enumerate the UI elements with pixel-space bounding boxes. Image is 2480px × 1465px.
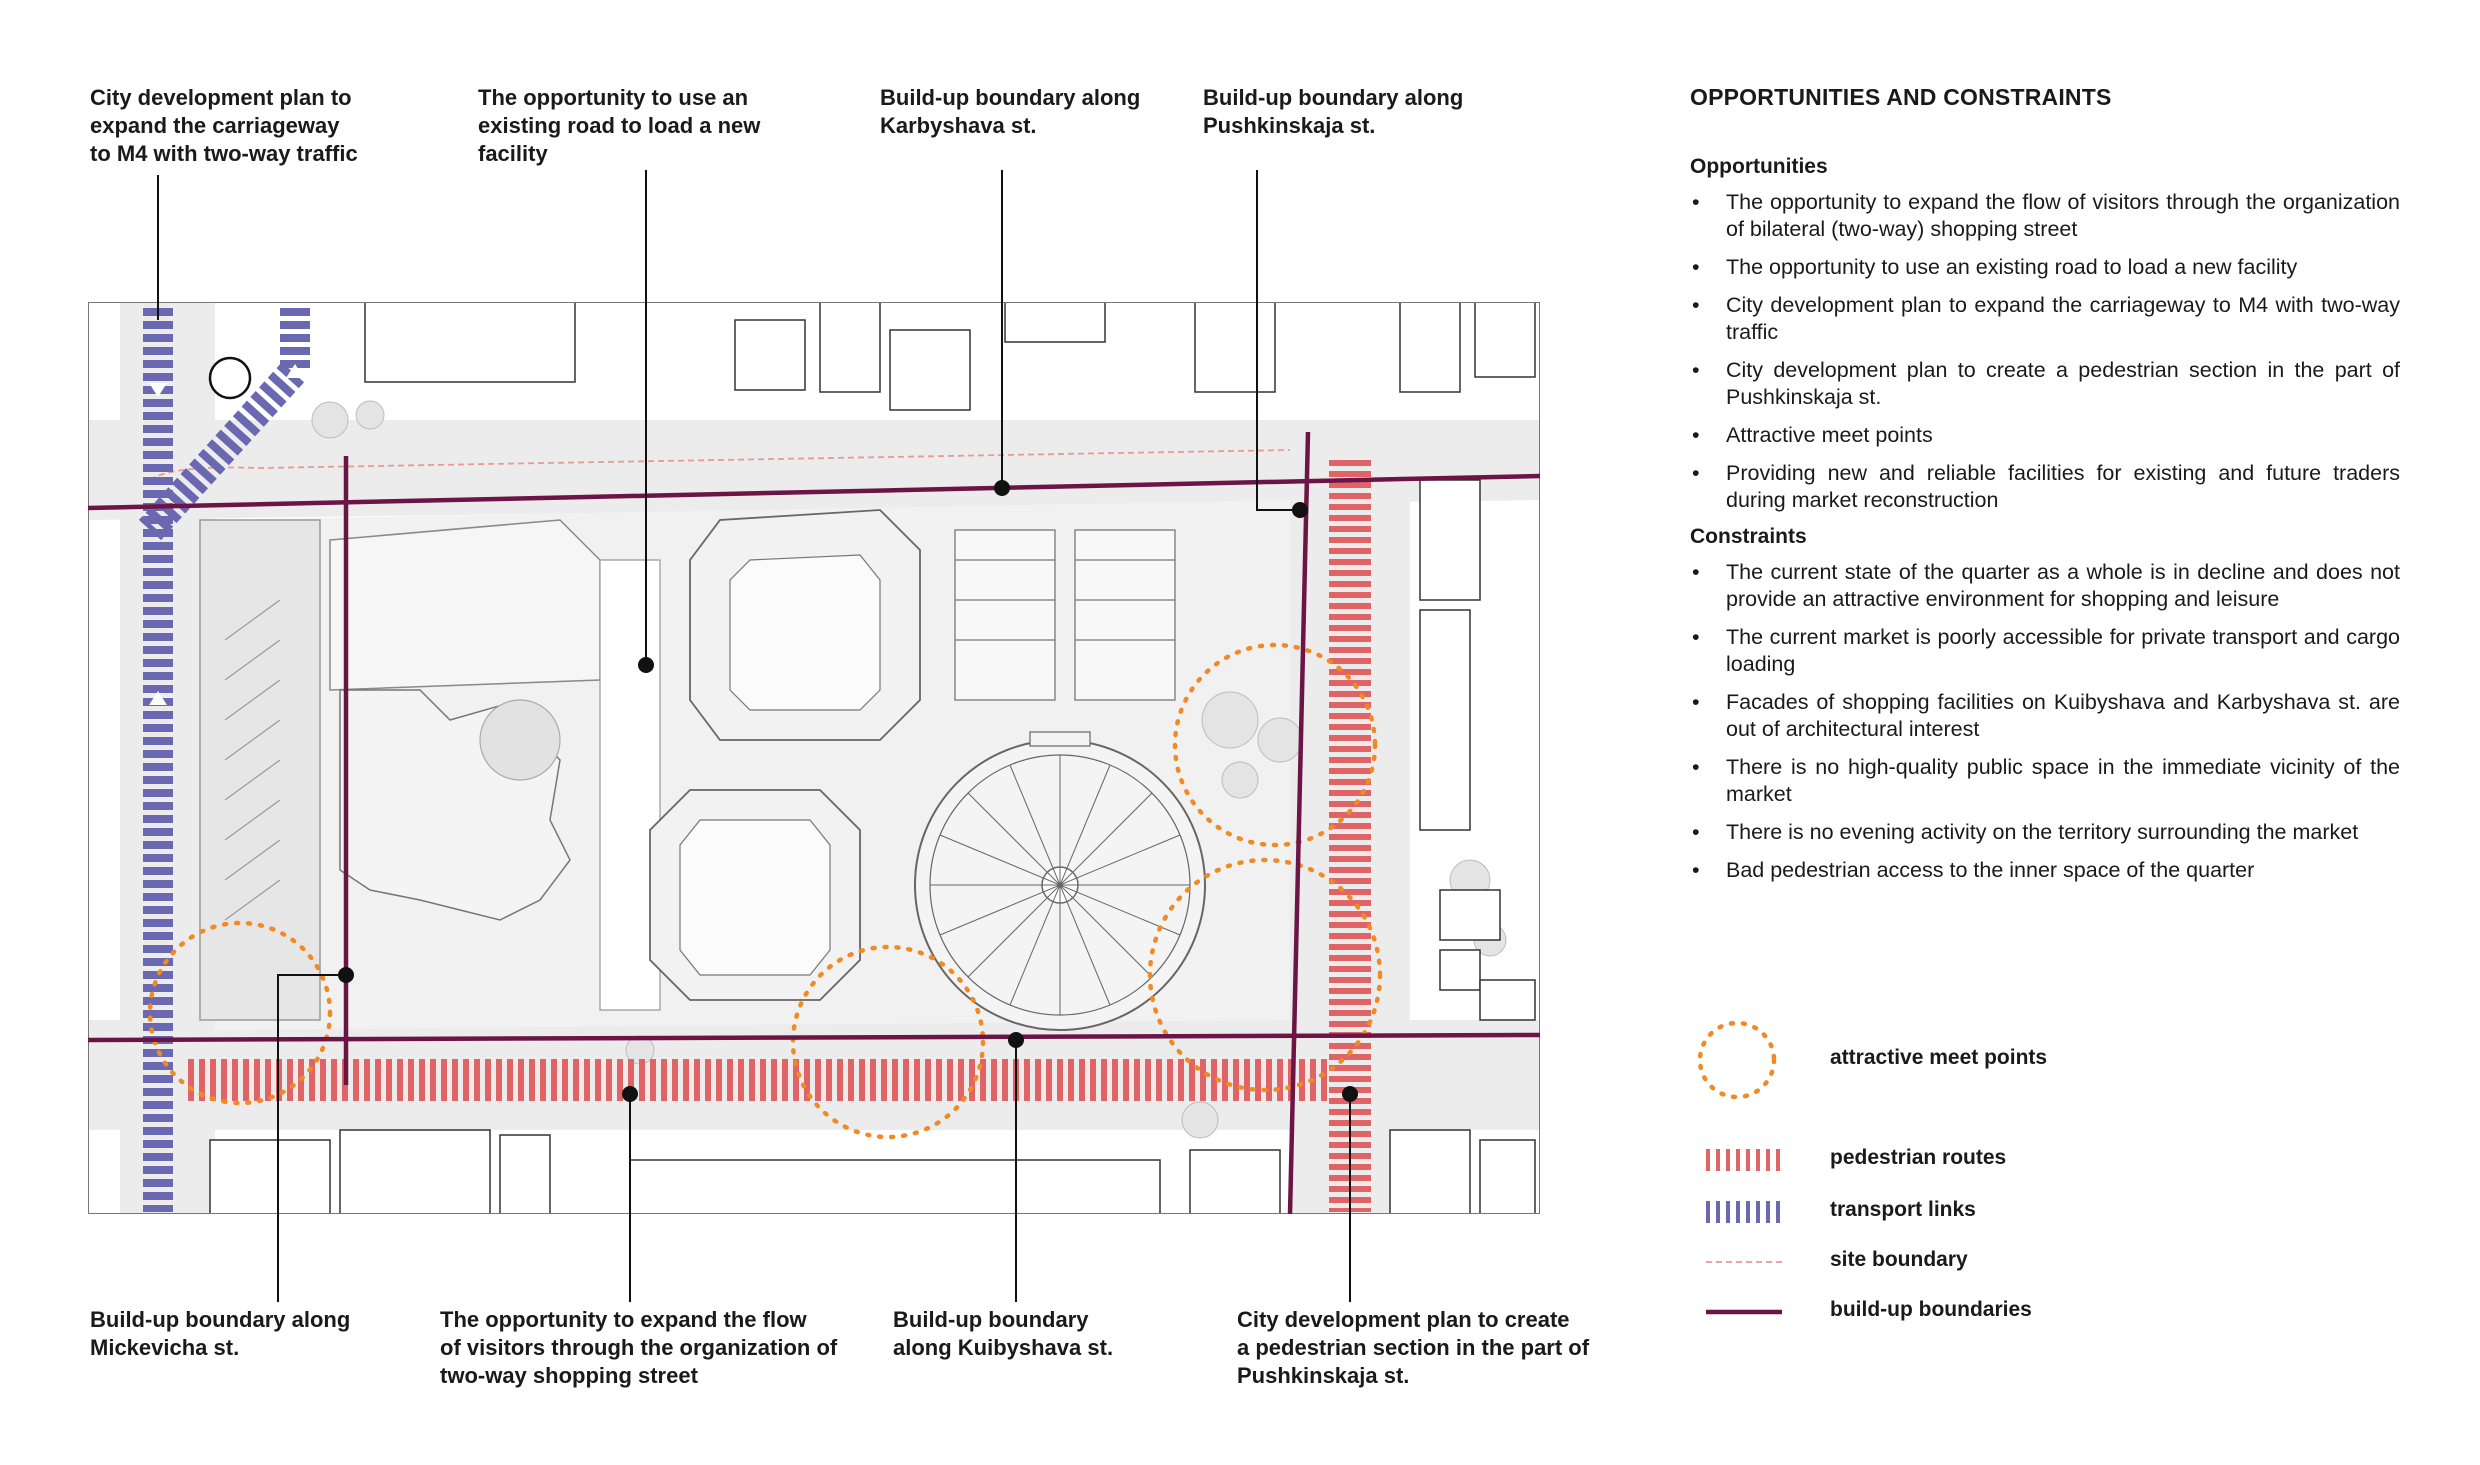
list-item: •Providing new and reliable facilities f… [1692,461,2400,512]
legend-pedestrian-label: pedestrian routes [1830,1146,2007,1169]
list-item: •Attractive meet points [1692,423,1933,447]
circular-market [914,731,1206,1031]
list-item: •The opportunity to use an existing road… [1692,255,2298,279]
meet-point-southwest [147,920,333,1106]
callout-kuibyshava-boundary: Build-up boundary along Kuibyshava st. [893,1307,1114,1360]
pedestrian-routes [188,460,1371,1212]
opportunities-constraints-panel: OPPORTUNITIES AND CONSTRAINTS Opportunit… [1690,84,2400,895]
street-karbyshava [88,420,1540,520]
legend-meet-points-label: attractive meet points [1830,1046,2048,1069]
callout-pushkinskaja-boundary: Build-up boundary along Pushkinskaja st. [1203,85,1464,138]
list-item: •City development plan to create a pedes… [1692,358,2400,409]
list-item: •The current market is poorly accessible… [1692,625,2400,676]
list-item: •There is no high-quality public space i… [1692,755,2400,806]
constraints-heading: Constraints [1690,525,1807,548]
meet-points [147,642,1383,1140]
boundary-karbyshava [87,473,1541,511]
meet-point-east [1172,642,1378,848]
callout-existing-road: The opportunity to use an existing road … [478,85,761,166]
opportunities-list: •The opportunity to expand the flow of v… [1690,189,2400,514]
roundabout [208,356,252,400]
constraints-list: •The current state of the quarter as a w… [1690,559,2400,884]
transport-links [138,308,310,1212]
opportunities-heading: Opportunities [1690,155,1828,178]
callout-visitor-flow: The opportunity to expand the flow of vi… [440,1307,838,1388]
meet-point-southeast [1147,857,1383,1093]
meet-point-kuibyshava [790,944,986,1140]
legend-buildup-label: build-up boundaries [1830,1298,2032,1321]
legend-meet-points-icon [1697,1020,1777,1100]
panel-title: OPPORTUNITIES AND CONSTRAINTS [1690,84,2112,110]
leader-dots [338,480,1358,1102]
boundary-pushkinskaja [1287,431,1311,1215]
list-item: •The opportunity to expand the flow of v… [1692,190,2400,241]
callout-mickevicha-boundary: Build-up boundary along Mickevicha st. [90,1307,351,1360]
list-item: •The current state of the quarter as a w… [1692,560,2400,611]
list-item: •City development plan to expand the car… [1692,293,2400,344]
legend-symbols [1697,1020,1782,1315]
list-item: •Bad pedestrian access to the inner spac… [1692,858,2255,882]
transport-link-diagonal [138,308,310,541]
site-boundary-line [149,449,1291,481]
leader-lines [157,170,1351,1302]
callout-pedestrian-section: City development plan to create a pedest… [1237,1307,1590,1388]
list-item: •There is no evening activity on the ter… [1692,820,2359,844]
boundary-kuibyshava [87,1032,1541,1043]
legend-transport-label: transport links [1830,1198,1976,1221]
list-item: •Facades of shopping facilities on Kuiby… [1692,690,2400,741]
callout-karbyshava-boundary: Build-up boundary along Karbyshava st. [880,85,1141,138]
callout-m4-expansion: City development plan to expand the carr… [90,85,358,166]
legend-site-boundary-label: site boundary [1830,1248,1968,1271]
